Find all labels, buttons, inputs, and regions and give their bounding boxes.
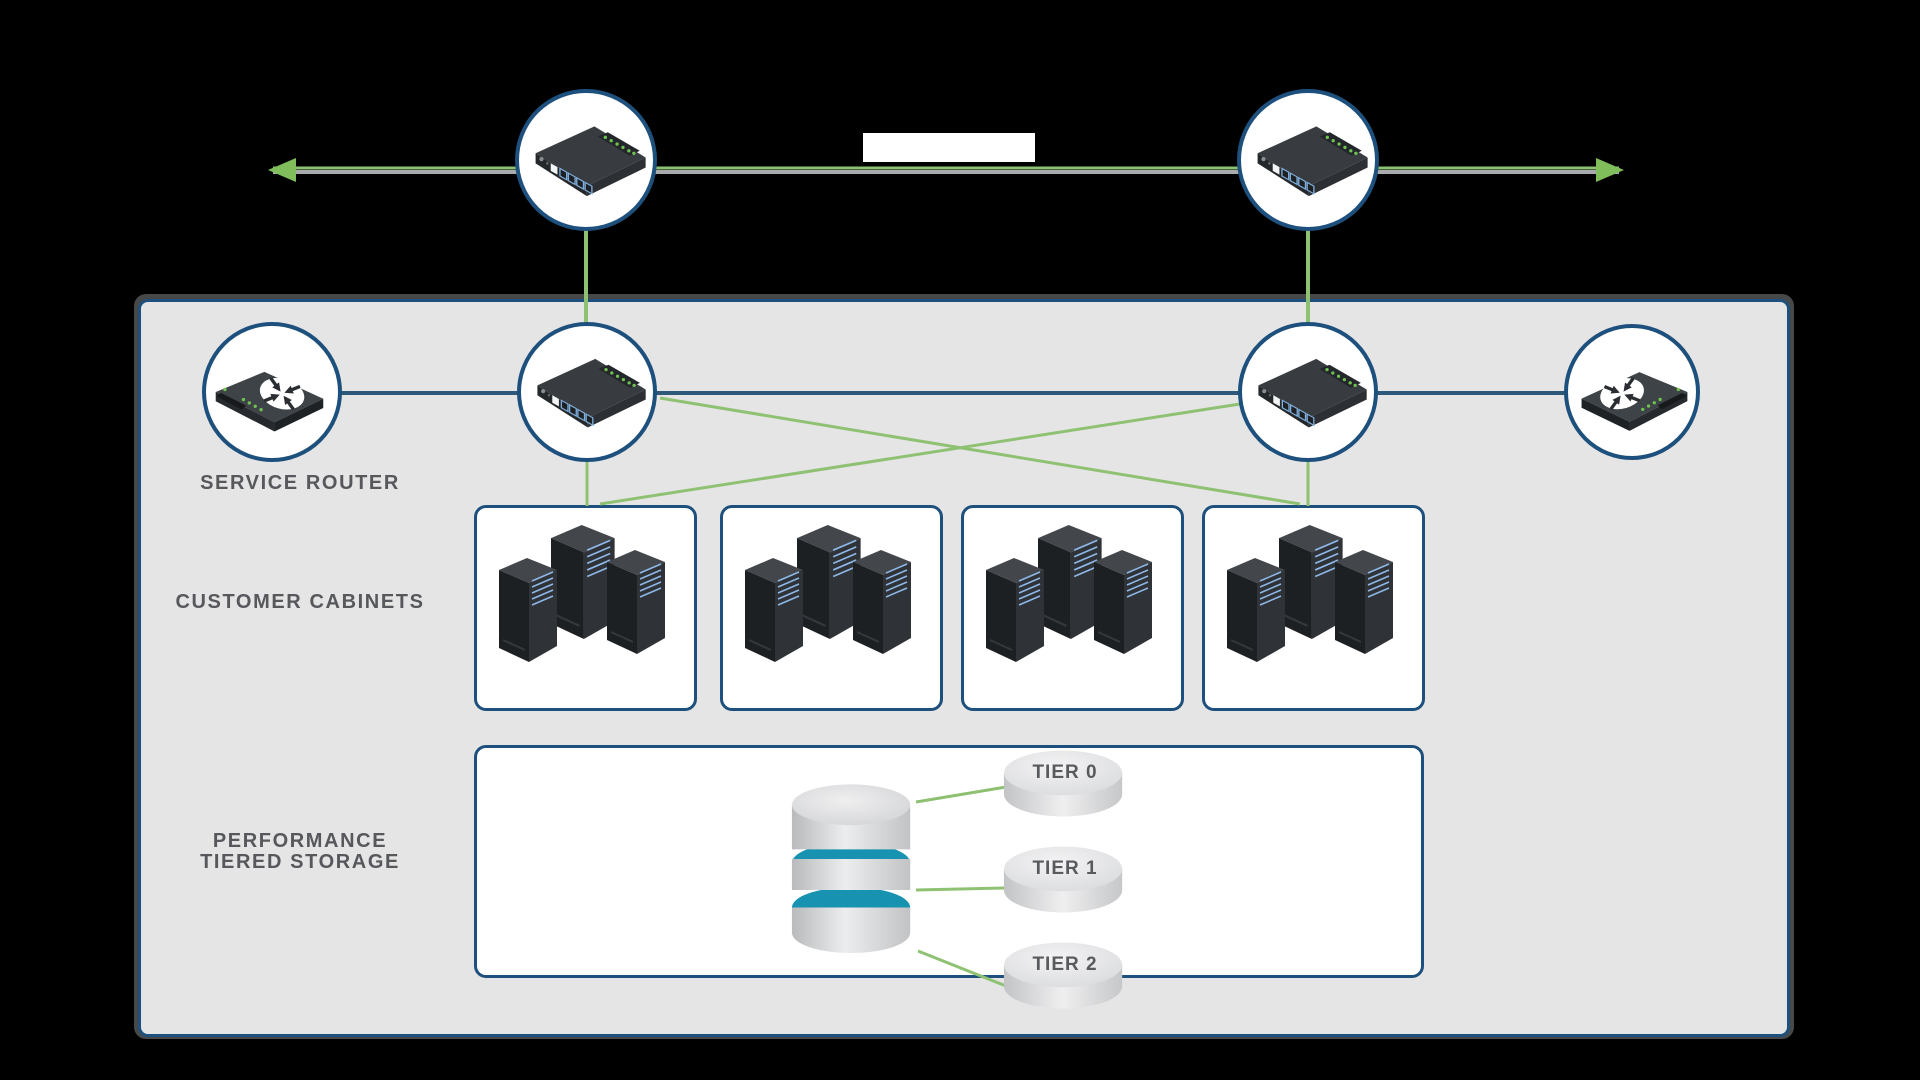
edge-switch-node-left [515, 89, 657, 231]
tier1-label: TIER 1 [1032, 858, 1098, 879]
tier0-disk-icon [1002, 736, 1128, 833]
service-router-icon [209, 341, 335, 443]
storage-database-icon [790, 762, 916, 958]
line-label-plate [863, 133, 1035, 162]
customer-cabinets-label: CUSTOMER CABINETS [175, 591, 425, 613]
tier2-label: TIER 2 [1032, 954, 1098, 975]
tier2-disk-icon [1002, 928, 1128, 1025]
edge-switch-node-right [1237, 89, 1379, 231]
customer-cabinet-2 [720, 505, 943, 711]
aggregation-switch-node-right [1238, 322, 1378, 462]
arrow-right-icon [1596, 158, 1624, 182]
switch-icon [1246, 341, 1370, 443]
performance-label-line1: PERFORMANCE [212, 830, 388, 852]
tiered-storage-panel [474, 745, 1424, 978]
internet-flow-line [268, 158, 1624, 182]
service-router-icon [1570, 342, 1694, 442]
customer-cabinet-4 [1202, 505, 1425, 711]
performance-tiered-storage-label: PERFORMANCE TIERED STORAGE [165, 831, 435, 873]
customer-cabinet-1 [474, 505, 697, 711]
edge-switch-icon [1245, 108, 1371, 212]
arrow-left-icon [268, 158, 296, 182]
service-router-node-right [1564, 324, 1700, 460]
aggregation-switch-node-left [517, 322, 657, 462]
customer-cabinet-3 [961, 505, 1184, 711]
service-router-label: SERVICE ROUTER [200, 472, 400, 494]
left-endpoint-square [103, 167, 113, 177]
top-title-bar-black [588, 46, 1380, 68]
switch-icon [525, 341, 649, 443]
service-router-node-left [202, 322, 342, 462]
tier0-label: TIER 0 [1032, 762, 1098, 783]
performance-label-line2: TIERED STORAGE [200, 851, 400, 873]
tier1-disk-icon [1002, 832, 1128, 929]
edge-switch-icon [523, 108, 649, 212]
